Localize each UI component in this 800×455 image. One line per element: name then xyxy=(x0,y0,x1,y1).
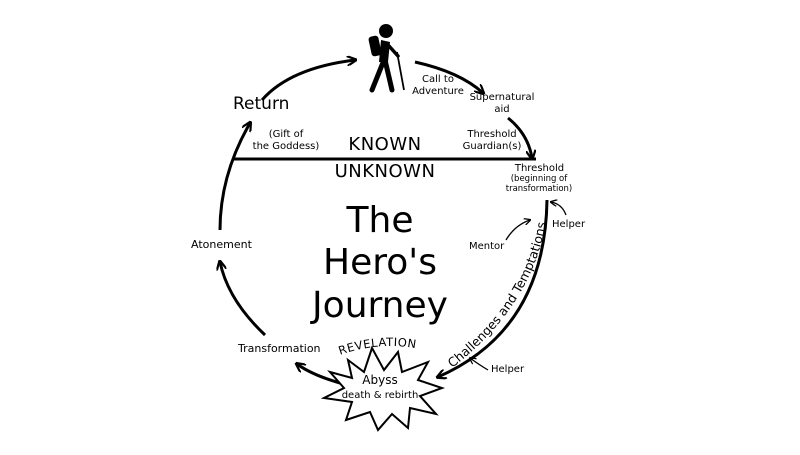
threshold-guardian-label: Threshold Guardian(s) xyxy=(452,129,532,152)
title-line-2: Hero's xyxy=(323,242,437,284)
arc-supernatural-to-threshold xyxy=(507,116,532,158)
revelation-label: REVELATION xyxy=(337,335,418,358)
call-line-1: Call to xyxy=(422,74,454,85)
arc-abyss-to-transformation xyxy=(297,364,341,385)
helper-bottom-arrow xyxy=(470,358,489,371)
transformation-label: Transformation xyxy=(238,342,321,355)
arc-challenges-to-abyss xyxy=(438,199,549,377)
hiker-icon xyxy=(368,24,405,93)
gift-label: (Gift of the Goddess) xyxy=(240,129,332,152)
arc-atonement-to-return xyxy=(218,123,250,231)
abyss-label: Abyss xyxy=(362,373,398,387)
mentor-arrow xyxy=(505,220,530,241)
supernatural-line-2: aid xyxy=(494,103,510,115)
abyss-sub-label: death & rebirth xyxy=(341,390,419,401)
gift-line-1: (Gift of xyxy=(268,129,304,140)
threshold-guardian-line-1: Threshold xyxy=(467,129,517,140)
arc-transformation-to-atonement xyxy=(220,262,267,337)
supernatural-aid-label: Supernatural aid xyxy=(462,92,542,115)
call-line-2: Adventure xyxy=(412,85,464,97)
threshold-sub-label: (beginning of transformation) xyxy=(494,174,584,195)
gift-line-2: the Goddess) xyxy=(252,140,320,152)
atonement-label: Atonement xyxy=(191,238,252,251)
helper-top-label: Helper xyxy=(552,219,586,230)
mentor-label: Mentor xyxy=(469,241,505,252)
threshold-label: Threshold xyxy=(514,163,565,174)
title-line-3: Journey xyxy=(312,284,448,326)
threshold-sub-line-2: transformation) xyxy=(505,183,573,194)
unknown-label: UNKNOWN xyxy=(334,161,436,182)
starburst-icon xyxy=(320,345,446,432)
helper-bottom-label: Helper xyxy=(491,364,525,375)
known-label: KNOWN xyxy=(348,134,422,155)
threshold-guardian-line-2: Guardian(s) xyxy=(462,140,522,152)
call-to-adventure-label: Call to Adventure xyxy=(398,74,478,97)
supernatural-line-1: Supernatural xyxy=(469,92,535,103)
threshold-sub-line-1: (beginning of xyxy=(510,174,568,184)
title-line-1: The xyxy=(346,200,414,241)
helper-top-arrow xyxy=(551,202,567,216)
diagram-title: The Hero's Journey xyxy=(300,200,460,327)
arc-hero-to-call xyxy=(414,60,483,93)
arc-return-to-hero xyxy=(260,60,355,101)
return-label: Return xyxy=(233,94,290,114)
